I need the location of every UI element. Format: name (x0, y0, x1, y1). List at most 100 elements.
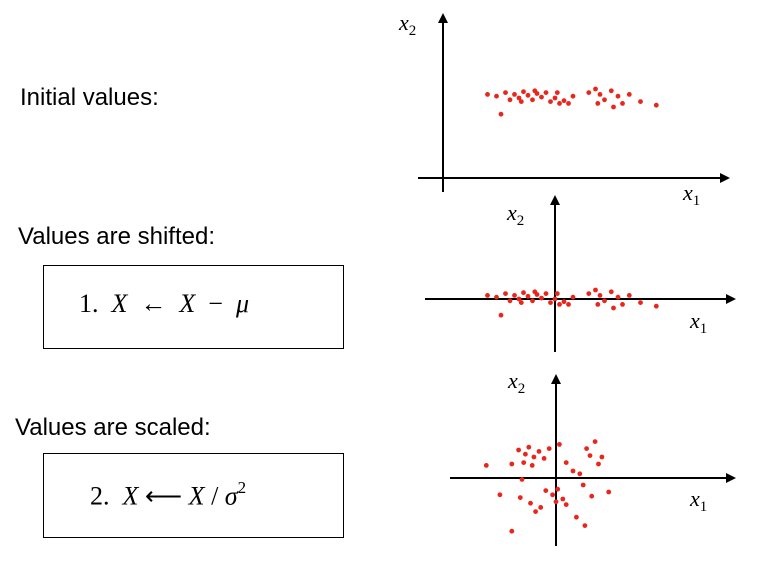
data-point (577, 471, 583, 477)
sigma-symbol: σ (224, 481, 238, 511)
data-point (563, 502, 569, 507)
data-point (521, 290, 526, 296)
data-point (518, 300, 524, 305)
data-point (485, 293, 490, 298)
data-point (541, 456, 547, 461)
data-point (589, 493, 595, 499)
data-point (596, 461, 601, 467)
data-point (494, 294, 499, 300)
data-point (638, 300, 643, 305)
shift-operator: − (208, 289, 223, 318)
data-point (597, 92, 603, 97)
data-point (543, 90, 549, 95)
plot-scaled: x2 x1 (450, 368, 736, 546)
data-point (566, 101, 571, 106)
data-point (615, 294, 621, 300)
plot-initial-x-label: x1 (682, 180, 700, 209)
data-point (526, 444, 532, 450)
data-point (532, 88, 538, 94)
data-point (516, 296, 522, 302)
shift-arrow: ← (140, 289, 167, 318)
data-point (516, 95, 522, 101)
plot-scaled-points (483, 439, 612, 534)
data-point (497, 492, 503, 498)
data-point (563, 460, 569, 465)
data-point (530, 298, 535, 304)
plot-shifted: x2 x1 (425, 195, 736, 352)
data-point (557, 442, 562, 447)
data-point (509, 528, 515, 534)
data-point (574, 514, 579, 520)
data-point (561, 299, 567, 305)
data-point (525, 293, 531, 299)
data-point (602, 298, 607, 304)
data-point (528, 500, 533, 506)
scaled-values-label: Values are scaled: (15, 414, 211, 441)
shifted-values-label: Values are shifted: (18, 223, 216, 250)
data-point (638, 99, 643, 104)
data-point (531, 454, 537, 460)
sigma-exponent: 2 (237, 478, 247, 497)
plot-shifted-x-label: x1 (689, 308, 707, 337)
data-point (561, 98, 567, 104)
data-point (615, 93, 621, 99)
mean-symbol: μ (235, 289, 250, 318)
data-point (653, 102, 659, 108)
data-point (532, 289, 538, 295)
data-point (608, 289, 614, 295)
data-point (543, 488, 549, 493)
plot-shifted-points (485, 287, 659, 318)
data-point (548, 300, 553, 305)
data-point (608, 88, 614, 94)
data-point (626, 293, 632, 298)
data-point (552, 95, 558, 101)
data-point (584, 446, 589, 451)
data-point (595, 101, 601, 106)
data-point (507, 298, 513, 304)
plot-initial-points (485, 86, 659, 117)
plot-initial: x2 x1 (398, 10, 730, 209)
data-point (552, 296, 558, 302)
data-point (592, 439, 598, 444)
data-point (503, 291, 508, 296)
data-point (509, 461, 515, 467)
data-point (494, 93, 499, 99)
data-point (533, 509, 538, 514)
data-point (555, 486, 561, 492)
data-point (593, 287, 598, 293)
shift-step-number: 1. (79, 289, 99, 318)
data-point (548, 99, 553, 104)
data-point (611, 305, 616, 311)
data-point (593, 86, 598, 92)
data-point (498, 111, 504, 117)
data-point (554, 90, 560, 95)
data-point (626, 92, 632, 97)
plot-scaled-y-label: x2 (507, 368, 525, 397)
data-point (543, 291, 549, 296)
data-point (521, 460, 527, 465)
data-point (546, 446, 552, 451)
data-point (507, 97, 513, 103)
scale-step-number: 2. (90, 481, 110, 511)
data-point (538, 505, 544, 510)
data-point (518, 99, 524, 104)
data-point (523, 451, 528, 457)
data-point (653, 303, 659, 309)
data-point (512, 293, 517, 298)
plot-shifted-y-label: x2 (506, 200, 524, 229)
shift-formula-box: 1. X ← X − μ (43, 265, 344, 349)
scale-lhs-var: X (122, 481, 139, 511)
data-point (485, 92, 490, 97)
data-point (516, 447, 521, 453)
data-point (530, 97, 535, 103)
data-point (503, 90, 508, 95)
data-point (539, 94, 544, 100)
shift-rhs-var: X (179, 289, 196, 318)
data-point (517, 495, 523, 500)
data-point (586, 291, 592, 296)
data-point (570, 93, 576, 99)
data-point (611, 104, 616, 110)
scale-formula: 2. X ⟵ X / σ2 (90, 478, 247, 512)
scale-formula-box: 2. X ⟵ X / σ2 (43, 453, 344, 538)
data-point (587, 453, 593, 458)
